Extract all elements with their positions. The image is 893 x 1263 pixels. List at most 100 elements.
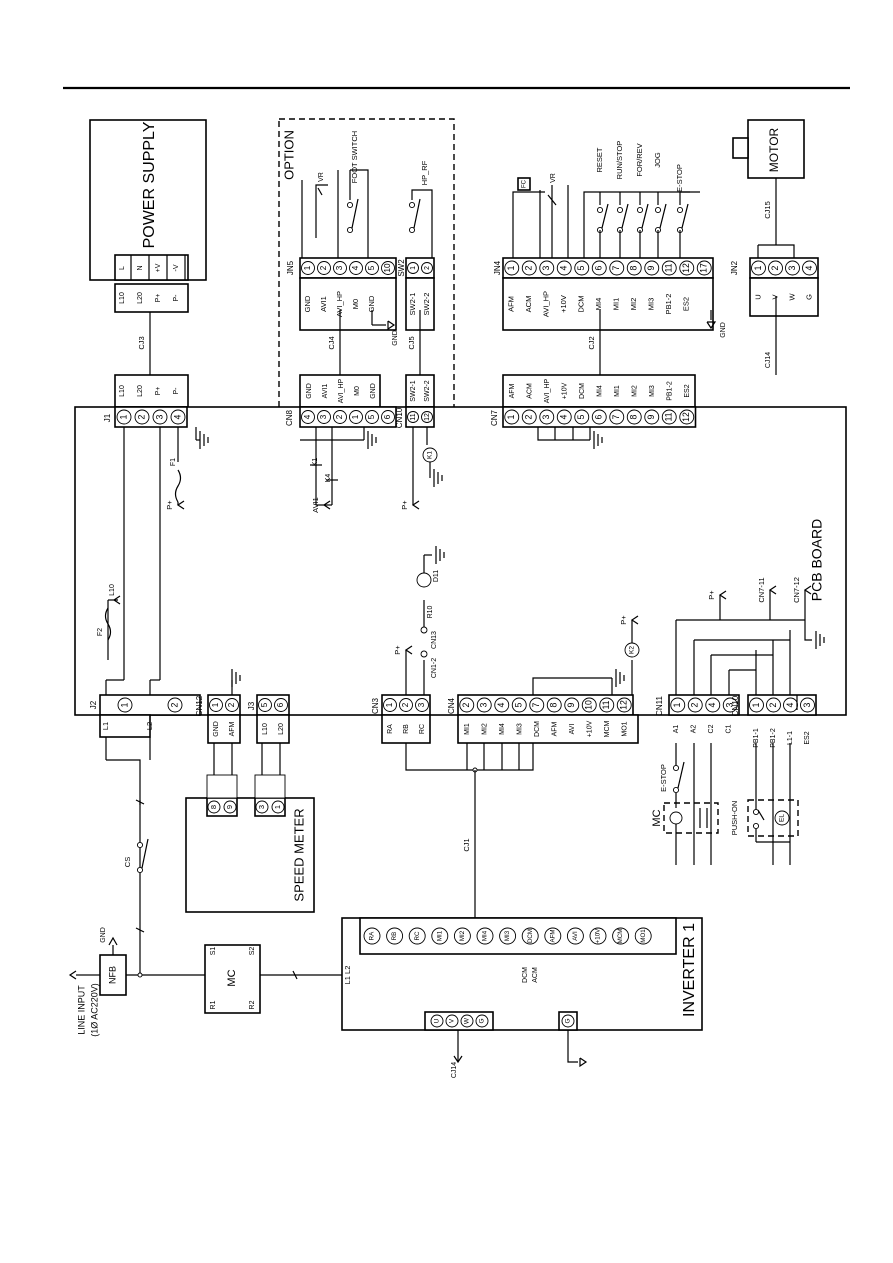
cn4-pin-7 <box>564 697 580 713</box>
ps-cable-label-3: P+ <box>155 294 162 303</box>
inverter-output-1 <box>430 1014 444 1028</box>
sw2-label-2: SW2-2 <box>422 293 431 316</box>
sw2-label-1: SW2-1 <box>408 293 417 316</box>
d11-label: D11 <box>433 570 440 582</box>
cn10-pplus-ref: P+ <box>400 500 409 510</box>
f1-label: F1 <box>170 458 177 466</box>
jn5-label-5: GND <box>367 295 376 312</box>
cn4-ext-label-7: AVI <box>569 724 576 735</box>
nfb-label: NFB <box>107 966 117 984</box>
cn8-pin-1-number: 4 <box>303 414 312 419</box>
cn3-name: CN3 <box>371 697 380 714</box>
cn11-pin-3-number: 4 <box>707 702 717 707</box>
j3-pin-1 <box>258 698 272 712</box>
speed-meter-label-row-a <box>206 774 238 799</box>
inverter-terminal-12 <box>612 927 630 945</box>
jn5-pin-4-number: 4 <box>351 265 360 270</box>
jn4-label-5: DCM <box>577 295 586 312</box>
cj3-label: CJ3 <box>137 336 146 349</box>
cn7-cable-label-10: PB1-2 <box>666 381 673 401</box>
cn4-ext-label-3: MI4 <box>499 723 506 735</box>
power-supply-terminals <box>114 254 189 281</box>
cn4-pin-3 <box>494 697 510 713</box>
estop-label: E-STOP <box>659 764 668 792</box>
j2-pin-1-number: 1 <box>119 702 129 707</box>
j1-pin-4 <box>170 409 186 425</box>
option-gnd-arrow <box>387 320 396 331</box>
jn5-pin-1 <box>301 261 315 275</box>
cn12-pin-2 <box>225 698 239 712</box>
cn4-pin-6 <box>546 697 562 713</box>
j1-pins <box>114 406 188 428</box>
jn5-pin-1-number: 1 <box>303 265 312 270</box>
jn4-switch-label-5: E-STOP <box>675 164 684 192</box>
cn4-ground-icon <box>615 669 625 687</box>
j2-pin-2 <box>167 697 183 713</box>
inverter-output-label-3: W <box>464 1017 471 1024</box>
speed-meter-pin-3-number: 3 <box>257 805 266 809</box>
j2-ext-labels <box>99 714 151 738</box>
jn4-pin-6 <box>591 260 607 276</box>
jn2-pin-4 <box>802 260 817 276</box>
cn7-pin-9 <box>644 409 660 425</box>
cn7-pin-6-number: 6 <box>594 414 604 419</box>
cn4-gnd-bus <box>532 677 612 695</box>
jn5-pin-6 <box>381 261 395 275</box>
j3-name: J3 <box>247 701 256 710</box>
cj5-label: CJ5 <box>407 336 416 349</box>
cn3-pin-1-number: 1 <box>385 702 394 707</box>
jn5-label-3: AVI_HP <box>335 291 344 317</box>
cn4-ext-label-4: MI3 <box>516 723 523 735</box>
cn7-cable-label-4: +10V <box>561 382 568 399</box>
jn5-pin-3-number: 3 <box>335 265 344 270</box>
j2-pin-1 <box>117 697 133 713</box>
cs-tick-a <box>135 799 145 805</box>
cn11-ext-label-1: A1 <box>673 725 680 734</box>
cn8-cable-label-1: GND <box>306 383 313 399</box>
option-hp-rf-switch-blade <box>413 198 421 229</box>
inverter-cj14-arrow <box>453 1055 463 1064</box>
cs-switch-blade <box>141 838 149 869</box>
option-foot-switch-contact-a <box>346 226 354 234</box>
option-hp-rf-label: HP_RF <box>420 160 429 185</box>
j3-ext-labels <box>256 714 290 744</box>
speed-meter-pin-3 <box>255 800 269 814</box>
jn2-pin-2 <box>768 260 783 276</box>
k4-label: K4 <box>325 474 332 483</box>
jn2-pin-1-number: 1 <box>753 265 763 270</box>
cn11-pin-1-number: 1 <box>672 702 682 707</box>
fuse-f1-icon <box>174 469 182 503</box>
nfb-gnd-label: GND <box>100 927 107 943</box>
option-foot-switch-label: FOOT SWITCH <box>350 131 359 183</box>
line-l-feed <box>106 759 141 975</box>
jn4-pin-3 <box>539 260 555 276</box>
cn3-pin-3-number: 3 <box>417 702 426 707</box>
cj1-bundle <box>405 743 534 771</box>
jn4-vr-arrow <box>547 194 557 206</box>
jn5-pin-5 <box>365 261 379 275</box>
cn10-pin-1 <box>407 411 419 423</box>
cn12-ground-icon <box>231 669 241 687</box>
speed-meter-pin-1-number: 8 <box>209 805 218 809</box>
cn4-ext-label-2: MI2 <box>481 723 488 735</box>
inverter-acm-label: ACM <box>532 967 539 983</box>
jn2-label-1: U <box>753 294 762 299</box>
inverter-terminal-2 <box>386 927 404 945</box>
cs-switch-contact-a <box>136 866 144 874</box>
jn5-pin-2-number: 2 <box>319 265 328 270</box>
cn10b-pin-1-number: 1 <box>751 702 761 707</box>
jn4-pin-10 <box>661 260 677 276</box>
cn7-cable-label-6: MI4 <box>596 385 603 397</box>
jn2-labels <box>749 277 819 317</box>
jn2-label-2: V <box>770 294 779 299</box>
inverter-cj14-label: CJ14 <box>451 1062 458 1078</box>
cn7-pin-3 <box>539 409 555 425</box>
cn10b-name: CN10 <box>731 695 740 716</box>
jn4-pin-11-number: 12 <box>681 263 691 273</box>
jn4-pin-9-number: 9 <box>646 265 656 270</box>
cn10-ground-icon <box>433 469 443 487</box>
r10-label: R10 <box>427 605 434 618</box>
jn2-pin-1 <box>751 260 766 276</box>
cn10-name: CN10 <box>395 407 404 428</box>
sw2-pin-2-number: 2 <box>424 266 431 270</box>
